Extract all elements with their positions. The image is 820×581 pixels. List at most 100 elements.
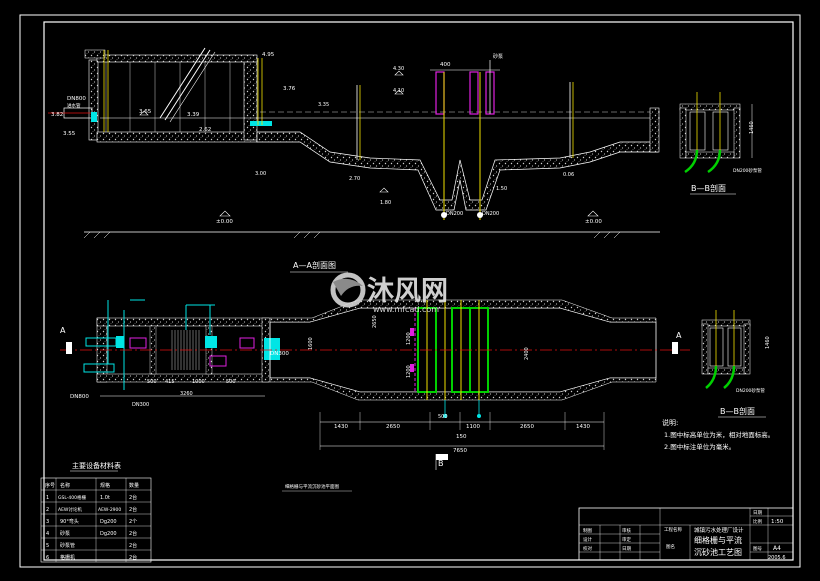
- elev-339: 3.39: [187, 112, 200, 118]
- dim-3260: 3260: [180, 391, 193, 397]
- table-row-3-spec: Dg200: [100, 519, 117, 525]
- elev-262: 2.62: [199, 127, 211, 133]
- elev-left-top: 3.82: [51, 112, 63, 118]
- dim-400: 400: [440, 62, 451, 68]
- equipment-table: 主要设备材料表 序号 名称 规格 数量 1 GSL-400格栅 1.0t 2台 …: [40, 461, 152, 563]
- table-row-3-no: 3: [46, 519, 49, 525]
- elev-376: 3.76: [283, 86, 296, 92]
- tb-role-5: 审定: [622, 536, 631, 543]
- bb-pipe-note-bottom: DN200砂泵管: [736, 387, 765, 394]
- notes-line-1: 1.图中标高单位为米，相对地面标高。: [664, 430, 774, 439]
- table-row-2-qty: 2台: [129, 506, 137, 513]
- elev-006: 0.06: [563, 172, 574, 178]
- plan-view: A A B DN800 DN300 DN300 500 415 1000 500…: [60, 299, 690, 492]
- elev-365: 3.65: [139, 109, 152, 115]
- tb-role-6: 日期: [622, 546, 631, 552]
- dim-row-3: 500: [438, 414, 448, 420]
- marker-a-right: A: [676, 331, 682, 340]
- table-row-1-no: 1: [46, 495, 49, 501]
- table-row-0-name: 名称: [60, 482, 70, 489]
- dim-7650: 7650: [453, 448, 467, 454]
- dn200-a: DN200: [446, 211, 463, 217]
- tb-date-value: 2005.6: [768, 555, 786, 561]
- inner-frame: [43, 21, 794, 561]
- tb-role-3: 校对: [583, 545, 592, 552]
- elev-495: 4.95: [262, 52, 275, 58]
- table-row-2-spec: AEW-2900: [98, 507, 121, 513]
- table-row-5-no: 5: [46, 543, 49, 549]
- bb-pipe-note-top: DN200砂泵管: [733, 167, 762, 174]
- dim-row-5: 2650: [520, 424, 534, 430]
- tb-scale-label: 比例: [753, 518, 762, 525]
- dim-row-2: 2650: [386, 424, 400, 430]
- dn200-b: DN200: [482, 211, 499, 217]
- tb-project-value: 城镇污水处理厂设计: [694, 526, 744, 534]
- elev-270: 2.70: [349, 176, 360, 182]
- dim-small-1: 500: [147, 379, 157, 385]
- equipment-table-title: 主要设备材料表: [72, 461, 121, 470]
- tb-role-2: 设计: [583, 536, 592, 543]
- watermark: 沐风网 www.mfcad.com: [330, 272, 448, 314]
- title-block: 制图 设计 校对 审核 审定 日期 工程名称 图名 日期 比例 图号 城镇污水处…: [578, 507, 794, 561]
- dim-1600: 1600: [308, 337, 314, 350]
- table-row-1-name: GSL-400格栅: [58, 494, 86, 501]
- table-row-3-qty: 2个: [129, 519, 137, 525]
- dim-row-6: 1430: [576, 424, 590, 430]
- bb-dim-1460-bottom: 1460: [765, 336, 771, 349]
- section-bb-title-top: B—B剖面: [691, 183, 726, 193]
- table-row-6-no: 6: [46, 555, 49, 561]
- dim-150: 150: [456, 434, 467, 440]
- tb-sheet-label: 图号: [753, 546, 762, 552]
- marker-b: B: [438, 459, 444, 468]
- tb-label-tu: 图名: [666, 543, 675, 550]
- outer-frame: [19, 14, 801, 568]
- elev-150: 1.50: [496, 186, 507, 192]
- plan-dn300: DN300: [270, 351, 289, 357]
- dim-small-2: 415: [165, 379, 175, 385]
- table-row-1-spec: 1.0t: [100, 495, 110, 501]
- ground-b: ±0.00: [585, 219, 602, 225]
- ground-a: ±0.00: [216, 219, 233, 225]
- elev-410: 4.10: [393, 88, 404, 94]
- dim-row-4: 1100: [466, 424, 480, 430]
- table-row-3-name: 90°弯头: [60, 518, 79, 525]
- table-row-4-spec: Dg200: [100, 531, 117, 537]
- tb-scale-value: 1:50: [771, 519, 784, 525]
- dim-row-1: 1430: [334, 424, 348, 430]
- watermark-brand: 沐风网: [367, 276, 448, 307]
- elev-430: 4.30: [393, 66, 404, 72]
- tb-label-ri: 日期: [753, 510, 762, 516]
- table-row-4-qty: 2台: [129, 530, 137, 537]
- notes-block: 说明: 1.图中标高单位为米，相对地面标高。 2.图中标注单位为毫米。: [662, 418, 774, 451]
- dim-small-4: 500: [226, 379, 236, 385]
- plan-dn300b: DN300: [132, 402, 149, 408]
- table-row-2-no: 2: [46, 507, 49, 513]
- section-bb-title-bottom: B—B剖面: [720, 406, 755, 416]
- tb-drawing-name-2: 沉砂池工艺图: [694, 547, 742, 557]
- table-row-6-name: 格栅机: [60, 554, 75, 561]
- table-row-0-spec: 规格: [100, 482, 110, 489]
- dim-1200b: 1200: [406, 365, 412, 378]
- table-row-0-qty: 数量: [129, 482, 139, 489]
- table-row-5-name: 砂泵管: [60, 542, 75, 549]
- dim-small-3: 1000: [192, 379, 205, 385]
- section-bb-bottom: 1460 DN200砂泵管 B—B剖面: [701, 310, 771, 418]
- marker-a-left: A: [60, 326, 66, 335]
- tb-project-label: 工程名称: [664, 526, 682, 533]
- dn-inlet-label: DN800: [67, 96, 86, 102]
- table-row-2-name: AEW讨论机: [58, 506, 82, 513]
- table-row-4-name: 砂泵: [60, 530, 70, 537]
- plan-caption: 细格栅与平流沉砂池平面图: [285, 483, 339, 490]
- section-aa-title: A—A剖面图: [293, 260, 336, 270]
- dim-1200a: 1200: [406, 332, 412, 345]
- pipe-label: 砂泵: [493, 53, 503, 60]
- elev-180: 1.80: [380, 200, 391, 206]
- elev-left-bottom: 3.55: [63, 131, 76, 137]
- notes-line-2: 2.图中标注单位为毫米。: [664, 442, 735, 451]
- table-row-1-qty: 2台: [129, 494, 137, 501]
- table-row-5-qty: 2台: [129, 542, 137, 549]
- table-row-0-no: 序号: [45, 482, 55, 489]
- watermark-logo-icon: [330, 272, 366, 308]
